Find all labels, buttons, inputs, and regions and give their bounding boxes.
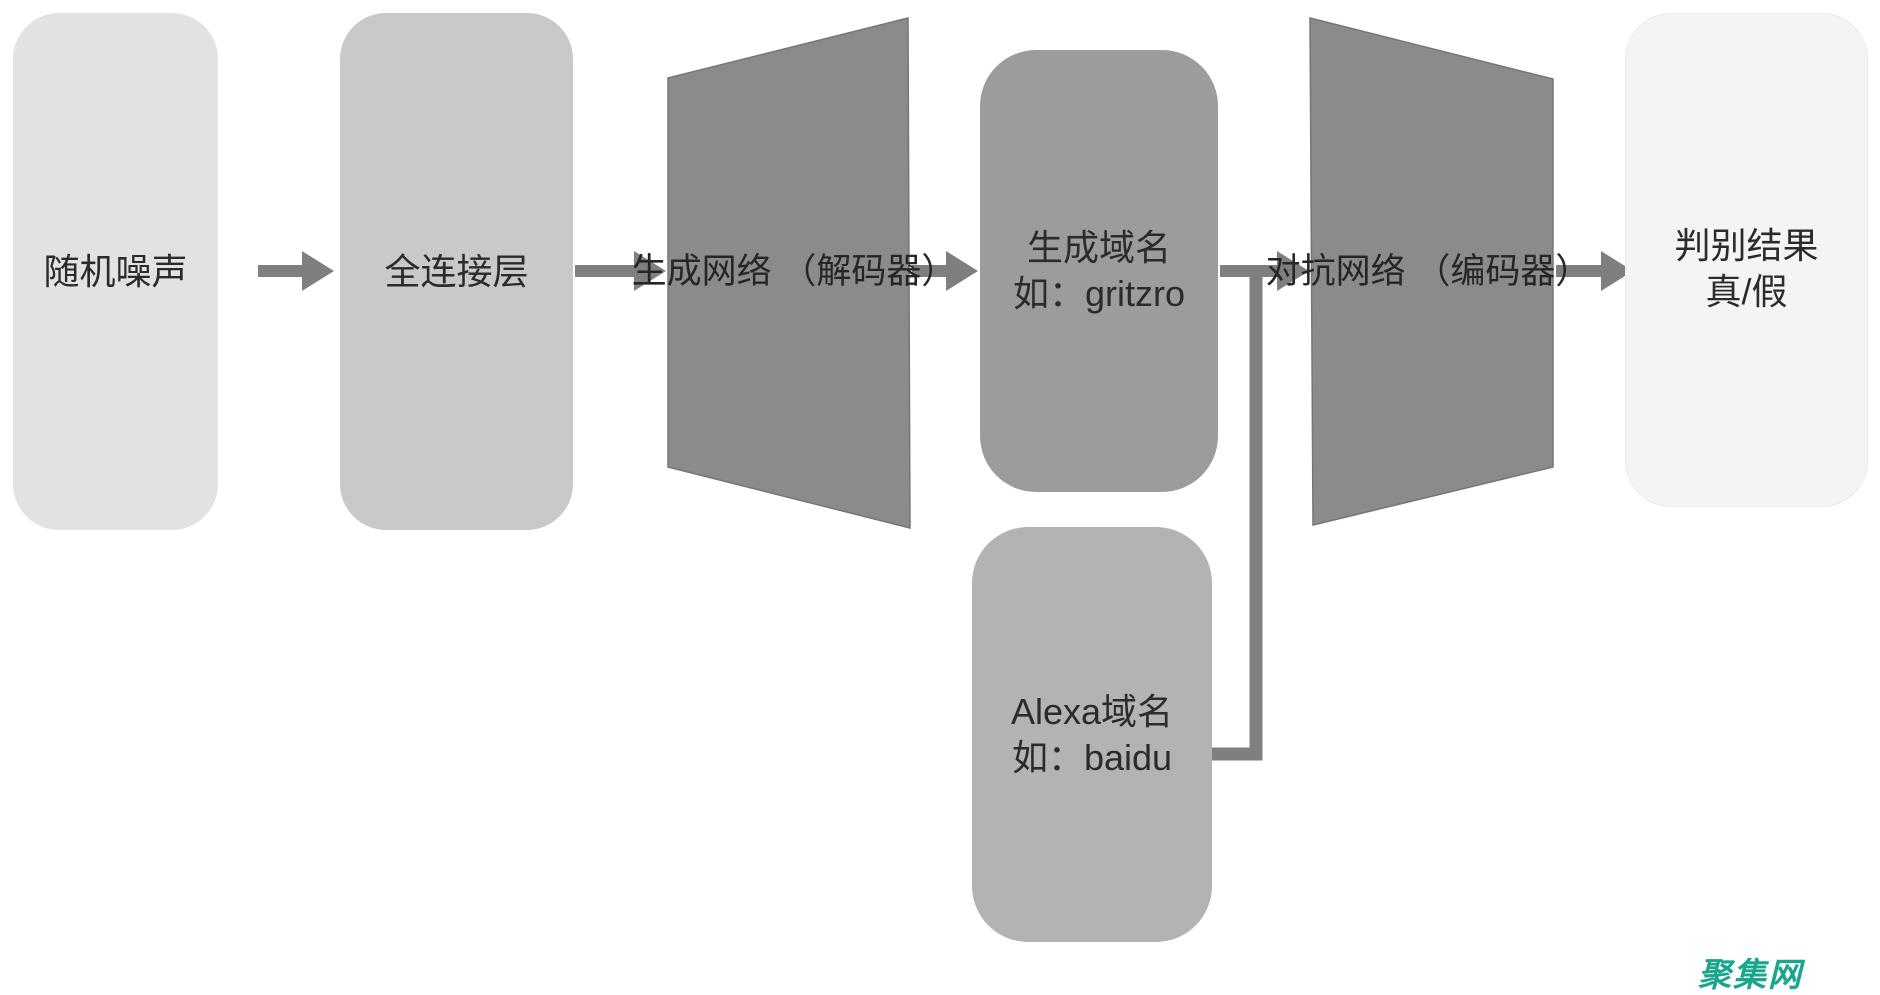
node-random-noise: 随机噪声 xyxy=(13,13,218,530)
node-alexa-domain-line2: 如：baidu xyxy=(1011,736,1173,778)
node-generated-domain: 生成域名 如：gritzro xyxy=(980,50,1218,492)
node-fc-layer-label: 全连接层 xyxy=(384,250,529,292)
node-generated-domain-line2: 如：gritzro xyxy=(1012,273,1186,314)
arrow-adversarial-to-result xyxy=(1556,251,1633,291)
node-random-noise-label: 随机噪声 xyxy=(43,250,188,292)
adversarial-trapezoid xyxy=(1309,17,1554,526)
node-fc-layer: 全连接层 xyxy=(340,13,573,530)
node-generator-line2: （解码器） xyxy=(781,252,957,291)
node-generated-domain-line1: 生成域名 xyxy=(1026,227,1171,268)
node-alexa-domain: Alexa域名 如：baidu xyxy=(972,527,1212,942)
node-result-label-group: 判别结果 真/假 xyxy=(1674,223,1818,315)
node-result: 判别结果 真/假 xyxy=(1625,13,1868,507)
generator-trapezoid xyxy=(667,17,911,529)
node-adversarial-line2: （编码器） xyxy=(1415,252,1591,291)
node-generator-label-group: 生成网络 （解码器） xyxy=(632,249,957,295)
node-adversarial-label-group: 对抗网络 （编码器） xyxy=(1266,249,1591,295)
node-result-line1: 判别结果 xyxy=(1674,225,1819,266)
node-generator-line1: 生成网络 xyxy=(631,252,772,291)
arrow-noise-to-fc xyxy=(258,251,334,291)
arrow-domain-to-adversarial xyxy=(1220,251,1309,291)
arrow-fc-to-generator xyxy=(575,251,666,291)
node-result-line2: 真/假 xyxy=(1705,271,1788,312)
node-alexa-domain-line1: Alexa域名 xyxy=(1010,690,1174,732)
watermark-logo: 聚集网 xyxy=(1698,956,1803,993)
arrow-generator-to-domain xyxy=(912,251,978,291)
node-adversarial-line1: 对抗网络 xyxy=(1265,252,1406,291)
alexa-merge-connector xyxy=(1212,271,1263,761)
